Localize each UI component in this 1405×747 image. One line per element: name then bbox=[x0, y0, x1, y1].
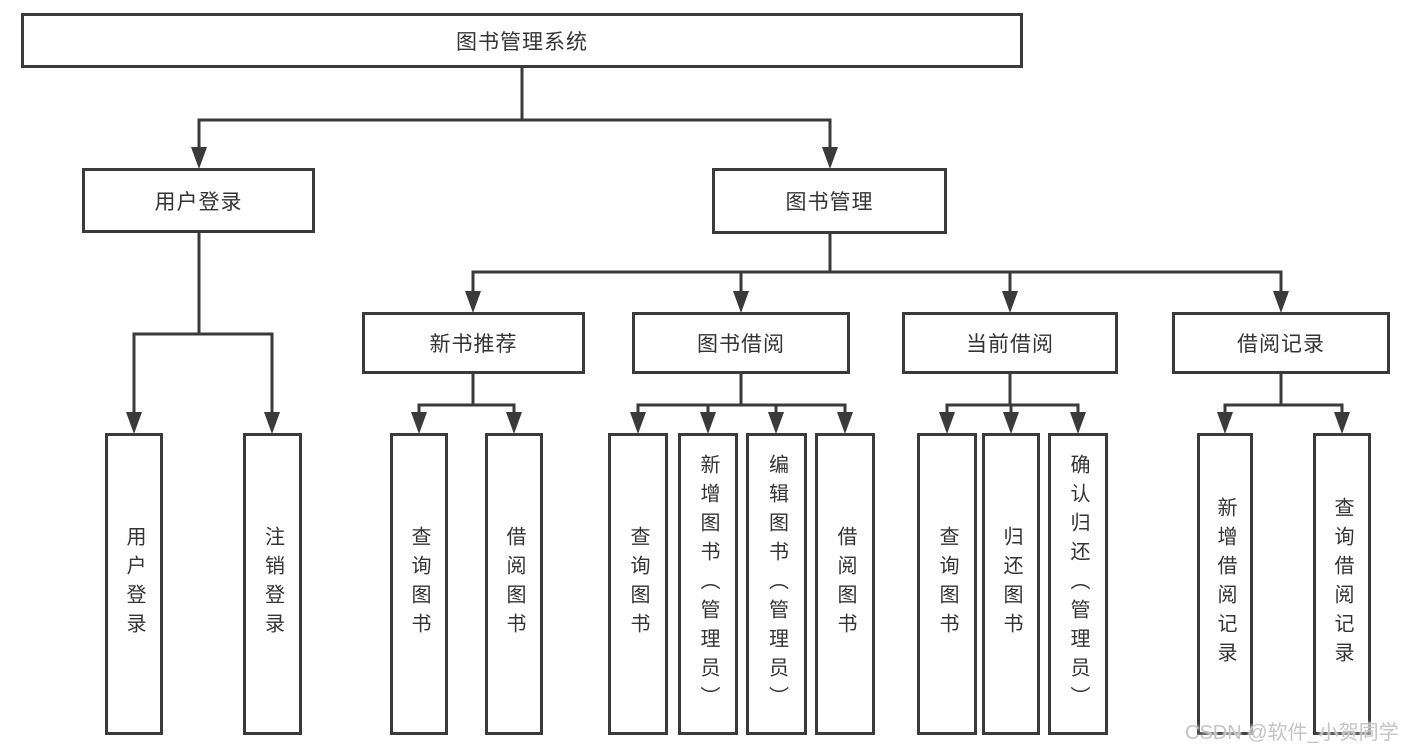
leaf-borrow-books: 借阅图书 bbox=[815, 433, 875, 735]
leaf-query-books-borrow: 查询图书 bbox=[608, 433, 668, 735]
node-borrow-record: 借阅记录 bbox=[1172, 312, 1390, 374]
leaf-query-books-current: 查询图书 bbox=[917, 433, 977, 735]
node-label: 用户登录 bbox=[123, 526, 145, 642]
leaf-add-books-admin: 新增图书（管理员） bbox=[678, 433, 738, 735]
node-label: 当前借阅 bbox=[966, 333, 1054, 356]
node-label: 确认归还（管理员） bbox=[1067, 453, 1089, 715]
node-book-borrow: 图书借阅 bbox=[632, 312, 850, 374]
node-label: 新增借阅记录 bbox=[1214, 497, 1236, 671]
leaf-query-books-recommend: 查询图书 bbox=[390, 433, 448, 735]
node-current-borrow: 当前借阅 bbox=[902, 312, 1118, 374]
node-label: 编辑图书（管理员） bbox=[765, 453, 788, 715]
node-book-management: 图书管理 bbox=[712, 168, 947, 234]
leaf-logout: 注销登录 bbox=[243, 433, 302, 735]
leaf-query-borrow-record: 查询借阅记录 bbox=[1313, 433, 1371, 735]
node-label: 查询借阅记录 bbox=[1331, 497, 1353, 671]
node-label: 查询图书 bbox=[408, 526, 430, 642]
node-label: 图书管理 bbox=[785, 191, 874, 214]
leaf-user-login: 用户登录 bbox=[105, 433, 163, 735]
node-label: 图书借阅 bbox=[697, 333, 785, 356]
leaf-confirm-return-admin: 确认归还（管理员） bbox=[1048, 433, 1108, 735]
node-label: 查询图书 bbox=[936, 526, 958, 642]
node-label: 新书推荐 bbox=[429, 333, 518, 356]
arrowheads bbox=[126, 147, 1350, 434]
leaf-borrow-books-recommend: 借阅图书 bbox=[485, 433, 543, 735]
leaf-return-books: 归还图书 bbox=[982, 433, 1040, 735]
node-label: 图书管理系统 bbox=[456, 30, 588, 54]
node-new-book-recommend: 新书推荐 bbox=[362, 312, 585, 374]
node-label: 注销登录 bbox=[261, 526, 284, 642]
node-label: 归还图书 bbox=[1000, 526, 1022, 642]
leaf-edit-books-admin: 编辑图书（管理员） bbox=[746, 433, 807, 735]
node-label: 查询图书 bbox=[627, 526, 649, 642]
node-label: 借阅记录 bbox=[1237, 333, 1325, 356]
node-label: 借阅图书 bbox=[503, 526, 525, 642]
connector-shafts bbox=[132, 66, 1344, 413]
node-label: 用户登录 bbox=[154, 190, 243, 214]
leaf-add-borrow-record: 新增借阅记录 bbox=[1197, 433, 1253, 735]
node-user-login: 用户登录 bbox=[82, 168, 315, 233]
node-label: 借阅图书 bbox=[834, 526, 856, 642]
node-label: 新增图书（管理员） bbox=[697, 453, 719, 715]
node-root: 图书管理系统 bbox=[21, 13, 1023, 68]
